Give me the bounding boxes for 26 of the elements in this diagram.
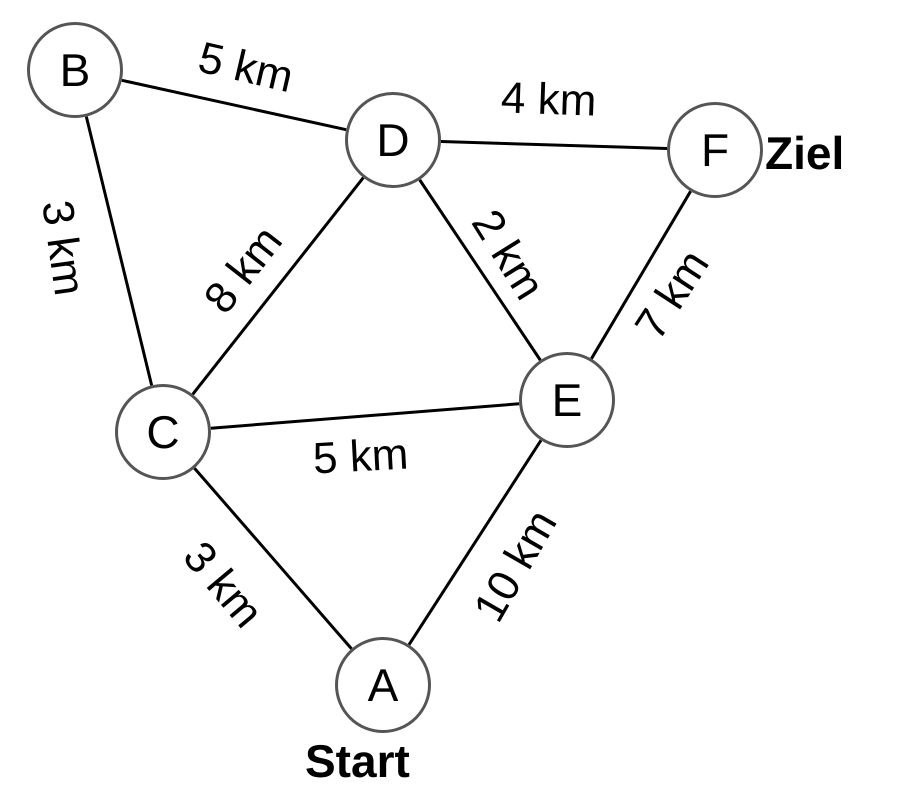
edge-label: 8 km: [196, 218, 290, 322]
edge-label: 2 km: [463, 202, 552, 308]
edge-label: 7 km: [628, 243, 717, 347]
connector-line: [590, 190, 692, 360]
connector-line: [440, 140, 668, 150]
edge-label: 4 km: [500, 76, 597, 124]
edge-label: 5 km: [194, 36, 297, 100]
node-label: A: [368, 662, 398, 708]
node-label: E: [552, 377, 582, 423]
connector-line: [192, 176, 364, 396]
connector-line: [122, 78, 346, 132]
node-label: F: [700, 127, 730, 173]
connector-line: [193, 467, 353, 650]
edge-label: 10 km: [466, 503, 565, 629]
connector-line: [210, 402, 520, 430]
connector-line: [408, 440, 542, 646]
node-label: B: [60, 47, 90, 93]
node-caption: Ziel: [765, 130, 844, 176]
edge-label: 3 km: [174, 534, 270, 636]
connector-line: [84, 116, 154, 386]
node-caption: Start: [305, 738, 410, 784]
node-label: C: [146, 409, 180, 455]
connector-line: [418, 179, 542, 361]
node-label: D: [376, 117, 410, 163]
edge-label: 3 km: [34, 198, 91, 298]
edge-label: 5 km: [311, 432, 409, 482]
